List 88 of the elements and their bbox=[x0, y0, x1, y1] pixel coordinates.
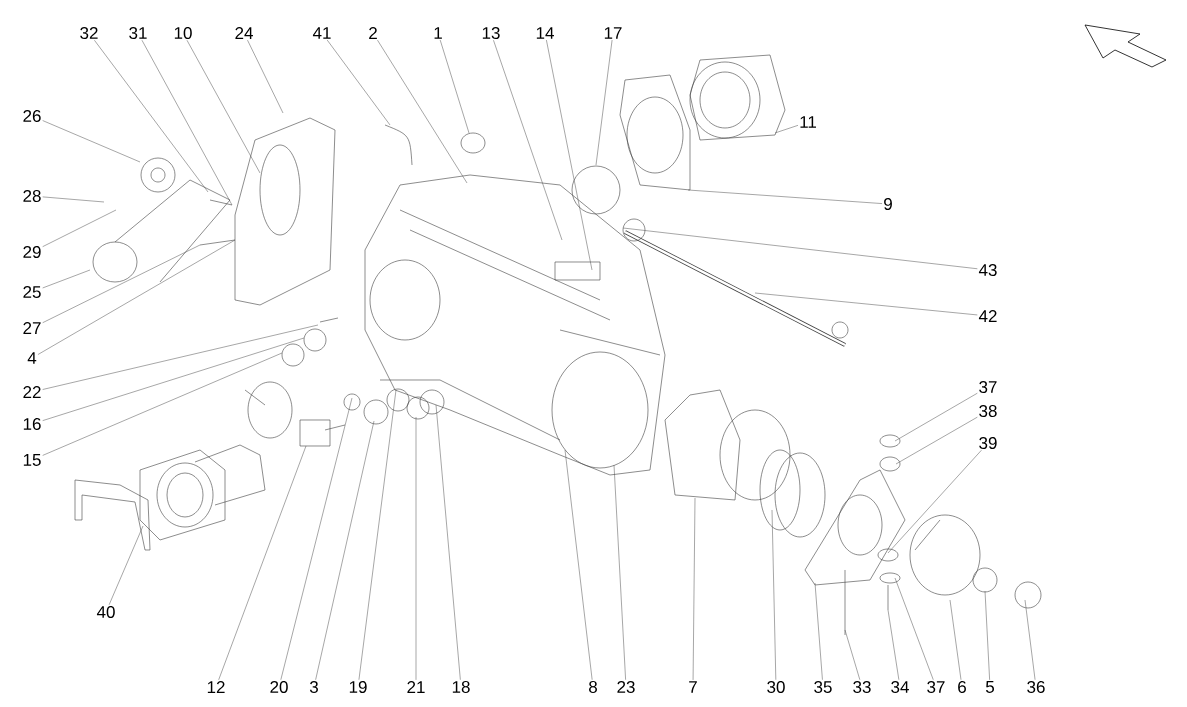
leader-line bbox=[754, 292, 978, 316]
leader-line bbox=[37, 239, 236, 355]
callout-number: 18 bbox=[452, 680, 470, 693]
callout-number: 41 bbox=[312, 27, 331, 39]
callout-number: 11 bbox=[800, 116, 816, 128]
callout-number: 26 bbox=[23, 110, 41, 122]
leader-line bbox=[595, 39, 613, 166]
callout-number: 12 bbox=[207, 681, 225, 693]
leader-line bbox=[326, 39, 391, 126]
leader-line bbox=[814, 582, 823, 681]
leader-line bbox=[894, 577, 934, 681]
leader-line bbox=[218, 445, 307, 681]
callout-number: 37 bbox=[979, 381, 997, 393]
callout-number: 23 bbox=[617, 680, 635, 693]
callout-number: 6 bbox=[958, 680, 966, 693]
callout-number: 3 bbox=[309, 680, 318, 693]
callout-number: 15 bbox=[23, 454, 41, 466]
leader-line bbox=[186, 39, 261, 174]
leader-line bbox=[280, 397, 353, 681]
leader-line bbox=[435, 404, 461, 681]
leader-line bbox=[984, 590, 990, 681]
leader-line bbox=[774, 125, 799, 134]
leader-line bbox=[844, 629, 861, 681]
callout-number: 32 bbox=[80, 27, 98, 39]
leader-line bbox=[771, 509, 777, 681]
callout-number: 5 bbox=[985, 681, 994, 693]
callout-number: 40 bbox=[96, 605, 115, 618]
callout-number: 1 bbox=[434, 27, 442, 39]
leader-line bbox=[42, 324, 319, 390]
leader-line bbox=[42, 269, 91, 289]
callout-number: 29 bbox=[23, 246, 41, 258]
leader-line bbox=[42, 209, 117, 247]
leader-line bbox=[42, 244, 201, 323]
leader-line bbox=[887, 609, 900, 681]
leader-line bbox=[439, 39, 470, 134]
leader-line bbox=[94, 39, 209, 193]
callout-number: 30 bbox=[767, 680, 785, 693]
callout-number: 42 bbox=[978, 310, 997, 322]
callout-number: 27 bbox=[23, 322, 41, 334]
leader-line bbox=[564, 449, 593, 681]
leader-line bbox=[108, 525, 144, 606]
leader-line bbox=[1024, 599, 1036, 681]
callout-number: 43 bbox=[978, 264, 997, 276]
callout-number: 37 bbox=[927, 680, 945, 693]
leader-line bbox=[42, 120, 141, 163]
callout-number: 2 bbox=[369, 27, 377, 39]
leader-line bbox=[894, 392, 978, 442]
callout-number: 10 bbox=[174, 27, 192, 39]
callout-number: 17 bbox=[604, 27, 622, 39]
leader-line bbox=[493, 39, 563, 241]
callout-number: 25 bbox=[23, 286, 41, 298]
callout-number: 38 bbox=[979, 405, 997, 417]
leader-line bbox=[949, 599, 962, 681]
leader-line bbox=[613, 464, 626, 681]
leader-line bbox=[622, 227, 978, 270]
callout-number: 31 bbox=[129, 27, 147, 39]
callout-number: 19 bbox=[349, 680, 367, 693]
callout-number: 22 bbox=[23, 386, 41, 398]
leader-line bbox=[42, 196, 105, 203]
callout-number: 33 bbox=[853, 680, 871, 693]
callout-number: 8 bbox=[589, 680, 597, 693]
leader-line bbox=[692, 497, 696, 681]
callout-number: 4 bbox=[27, 352, 37, 364]
callout-number: 14 bbox=[536, 27, 554, 39]
leader-line bbox=[315, 420, 375, 681]
callout-number: 24 bbox=[235, 27, 253, 39]
callout-number: 21 bbox=[407, 681, 425, 693]
leader-line bbox=[415, 416, 417, 681]
callout-number: 34 bbox=[891, 680, 909, 693]
leader-line bbox=[247, 39, 284, 114]
leader-line bbox=[42, 352, 283, 456]
leader-line bbox=[887, 449, 982, 554]
leader-line bbox=[377, 39, 468, 184]
callout-number: 20 bbox=[270, 680, 288, 693]
callout-number: 28 bbox=[23, 190, 41, 202]
leader-line bbox=[141, 39, 233, 206]
leader-line bbox=[358, 389, 397, 681]
leader-line bbox=[687, 189, 883, 204]
callout-number: 13 bbox=[482, 27, 500, 39]
callout-number: 39 bbox=[979, 437, 997, 449]
callout-number: 16 bbox=[23, 418, 41, 430]
callout-number: 9 bbox=[884, 198, 892, 210]
leader-line bbox=[895, 416, 978, 465]
leader-line bbox=[546, 39, 593, 271]
callout-number: 35 bbox=[814, 680, 832, 693]
callout-number: 36 bbox=[1027, 680, 1045, 693]
callout-number: 7 bbox=[689, 681, 697, 693]
leader-line bbox=[42, 337, 305, 421]
